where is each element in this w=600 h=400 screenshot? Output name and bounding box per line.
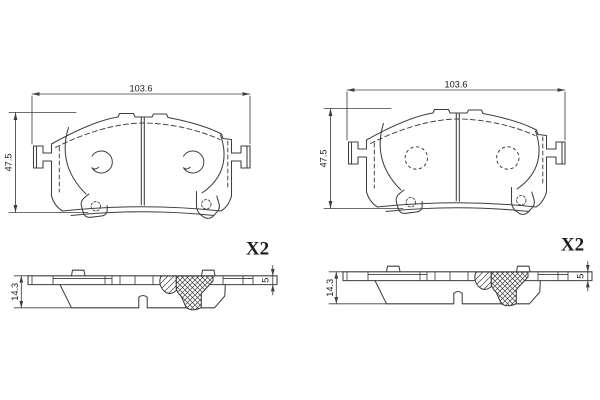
front-height-label: 47.5 (4, 154, 14, 172)
front-height-label: 47.5 (319, 150, 329, 168)
drawing-set-left: 103.6 47.5 X2 14.3 5 (4, 84, 278, 311)
wear-indicator-circles (404, 146, 520, 170)
side-height-label: 14.3 (325, 279, 335, 297)
side-thickness-label: 5 (261, 278, 271, 283)
wear-indicator-arcs (91, 150, 205, 174)
side-thickness-label: 5 (576, 274, 586, 279)
drawing-set-right: 103.6 47.5 X2 14.3 5 (319, 80, 593, 307)
side-height-label: 14.3 (10, 283, 20, 301)
front-width-label: 103.6 (130, 84, 153, 94)
quantity-label: X2 (246, 239, 269, 260)
quantity-label: X2 (561, 235, 584, 256)
front-width-label: 103.6 (445, 80, 468, 90)
